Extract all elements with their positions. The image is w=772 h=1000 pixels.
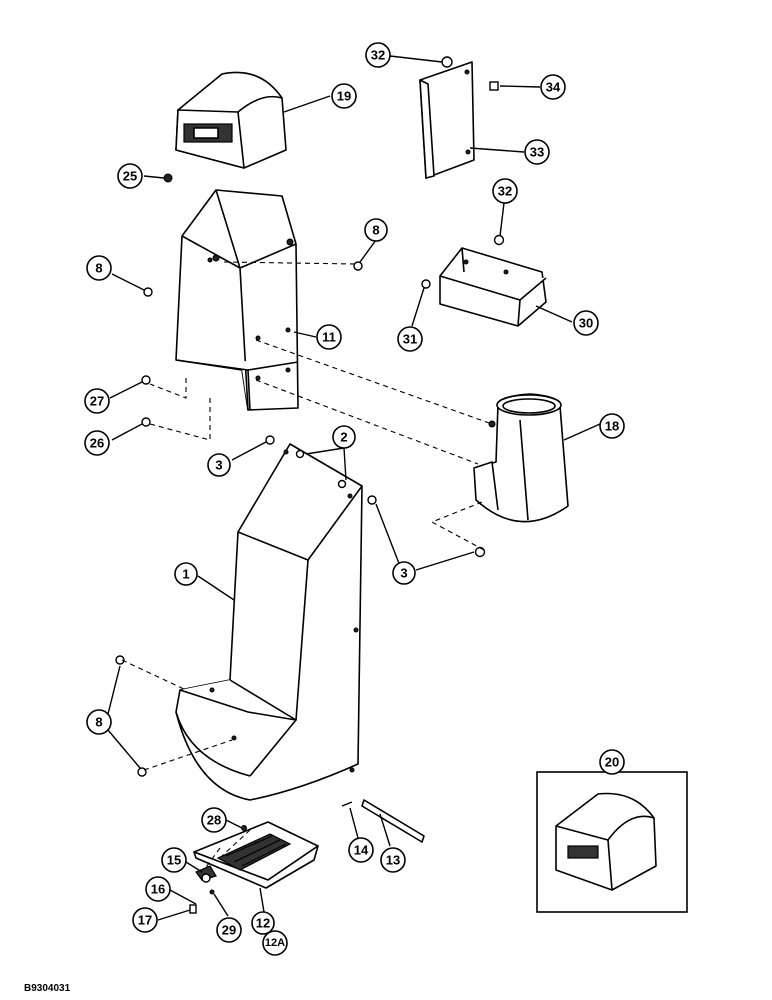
svg-text:27: 27 [90, 394, 104, 409]
svg-text:13: 13 [386, 853, 400, 868]
callout-8-bottom[interactable]: 8 [86, 709, 112, 735]
callout-25[interactable]: 25 [117, 163, 143, 189]
nut-part-32-top [441, 56, 453, 68]
callout-32[interactable]: 32 [365, 42, 391, 68]
rod-part-13 [361, 799, 425, 843]
svg-text:14: 14 [354, 843, 369, 858]
svg-text:18: 18 [605, 419, 619, 434]
callout-8-right[interactable]: 8 [364, 218, 388, 242]
callout-28[interactable]: 28 [201, 807, 227, 833]
svg-text:12: 12 [256, 916, 270, 931]
svg-text:34: 34 [546, 80, 561, 95]
callout-30[interactable]: 30 [573, 310, 599, 336]
callout-27[interactable]: 27 [84, 388, 110, 414]
main-duct-part-1 [175, 443, 363, 801]
nut-part-32-shelf [493, 234, 505, 246]
svg-text:32: 32 [498, 184, 512, 199]
svg-text:8: 8 [95, 715, 102, 730]
svg-text:33: 33 [530, 145, 544, 160]
svg-text:25: 25 [123, 169, 137, 184]
svg-text:28: 28 [207, 813, 221, 828]
svg-text:29: 29 [222, 923, 236, 938]
deflector-hood-part-19 [175, 71, 287, 169]
svg-text:17: 17 [138, 913, 152, 928]
callout-20[interactable]: 20 [599, 749, 625, 775]
callout-3-right[interactable]: 3 [392, 561, 416, 585]
inset-box-part-20 [536, 771, 688, 913]
pin-part-14 [341, 801, 353, 807]
callout-2[interactable]: 2 [332, 425, 356, 449]
shelf-bracket-part-30 [439, 247, 547, 327]
svg-text:2: 2 [340, 430, 347, 445]
callout-13[interactable]: 13 [380, 847, 406, 873]
svg-text:3: 3 [215, 458, 222, 473]
callout-8-left[interactable]: 8 [86, 255, 112, 281]
svg-text:12A: 12A [265, 937, 285, 949]
fastener-hardware [115, 254, 486, 777]
bolt-part-31 [421, 279, 431, 289]
bracket-plate-part-33 [419, 61, 475, 179]
callout-17[interactable]: 17 [132, 907, 158, 933]
svg-text:19: 19 [337, 89, 351, 104]
callout-15[interactable]: 15 [161, 847, 187, 873]
svg-text:20: 20 [605, 755, 619, 770]
callout-1[interactable]: 1 [174, 562, 198, 586]
callout-32-shelf[interactable]: 32 [492, 178, 518, 204]
svg-text:26: 26 [90, 436, 104, 451]
latch-parts-15-16-17 [189, 825, 247, 914]
callout-34[interactable]: 34 [540, 74, 566, 100]
callout-11[interactable]: 11 [316, 324, 342, 350]
svg-text:8: 8 [95, 261, 102, 276]
hidden-lines [121, 261, 493, 871]
screen-part-12 [193, 821, 319, 889]
callout-31[interactable]: 31 [397, 326, 423, 352]
bolt-part-34 [489, 81, 499, 91]
svg-text:31: 31 [403, 332, 417, 347]
svg-text:15: 15 [167, 853, 181, 868]
callout-12[interactable]: 12 [251, 911, 275, 935]
nut-part-25 [163, 173, 173, 183]
drawing-number: B9304031 [24, 983, 71, 994]
svg-text:8: 8 [372, 223, 379, 238]
svg-text:30: 30 [579, 316, 593, 331]
callout-26[interactable]: 26 [84, 430, 110, 456]
svg-text:11: 11 [322, 330, 336, 345]
svg-text:3: 3 [400, 566, 407, 581]
leader-lines [107, 55, 601, 921]
upper-chute-part-11 [175, 189, 299, 411]
svg-text:1: 1 [182, 567, 189, 582]
callout-19[interactable]: 19 [331, 83, 357, 109]
callout-3-left[interactable]: 3 [207, 453, 231, 477]
callout-16[interactable]: 16 [145, 876, 171, 902]
svg-text:32: 32 [371, 48, 385, 63]
elbow-part-18 [473, 393, 569, 523]
callout-14[interactable]: 14 [348, 837, 374, 863]
svg-text:16: 16 [151, 882, 165, 897]
callout-29[interactable]: 29 [216, 917, 242, 943]
callout-33[interactable]: 33 [524, 139, 550, 165]
callout-12a[interactable]: 12A [262, 930, 288, 956]
callout-18[interactable]: 18 [599, 413, 625, 439]
